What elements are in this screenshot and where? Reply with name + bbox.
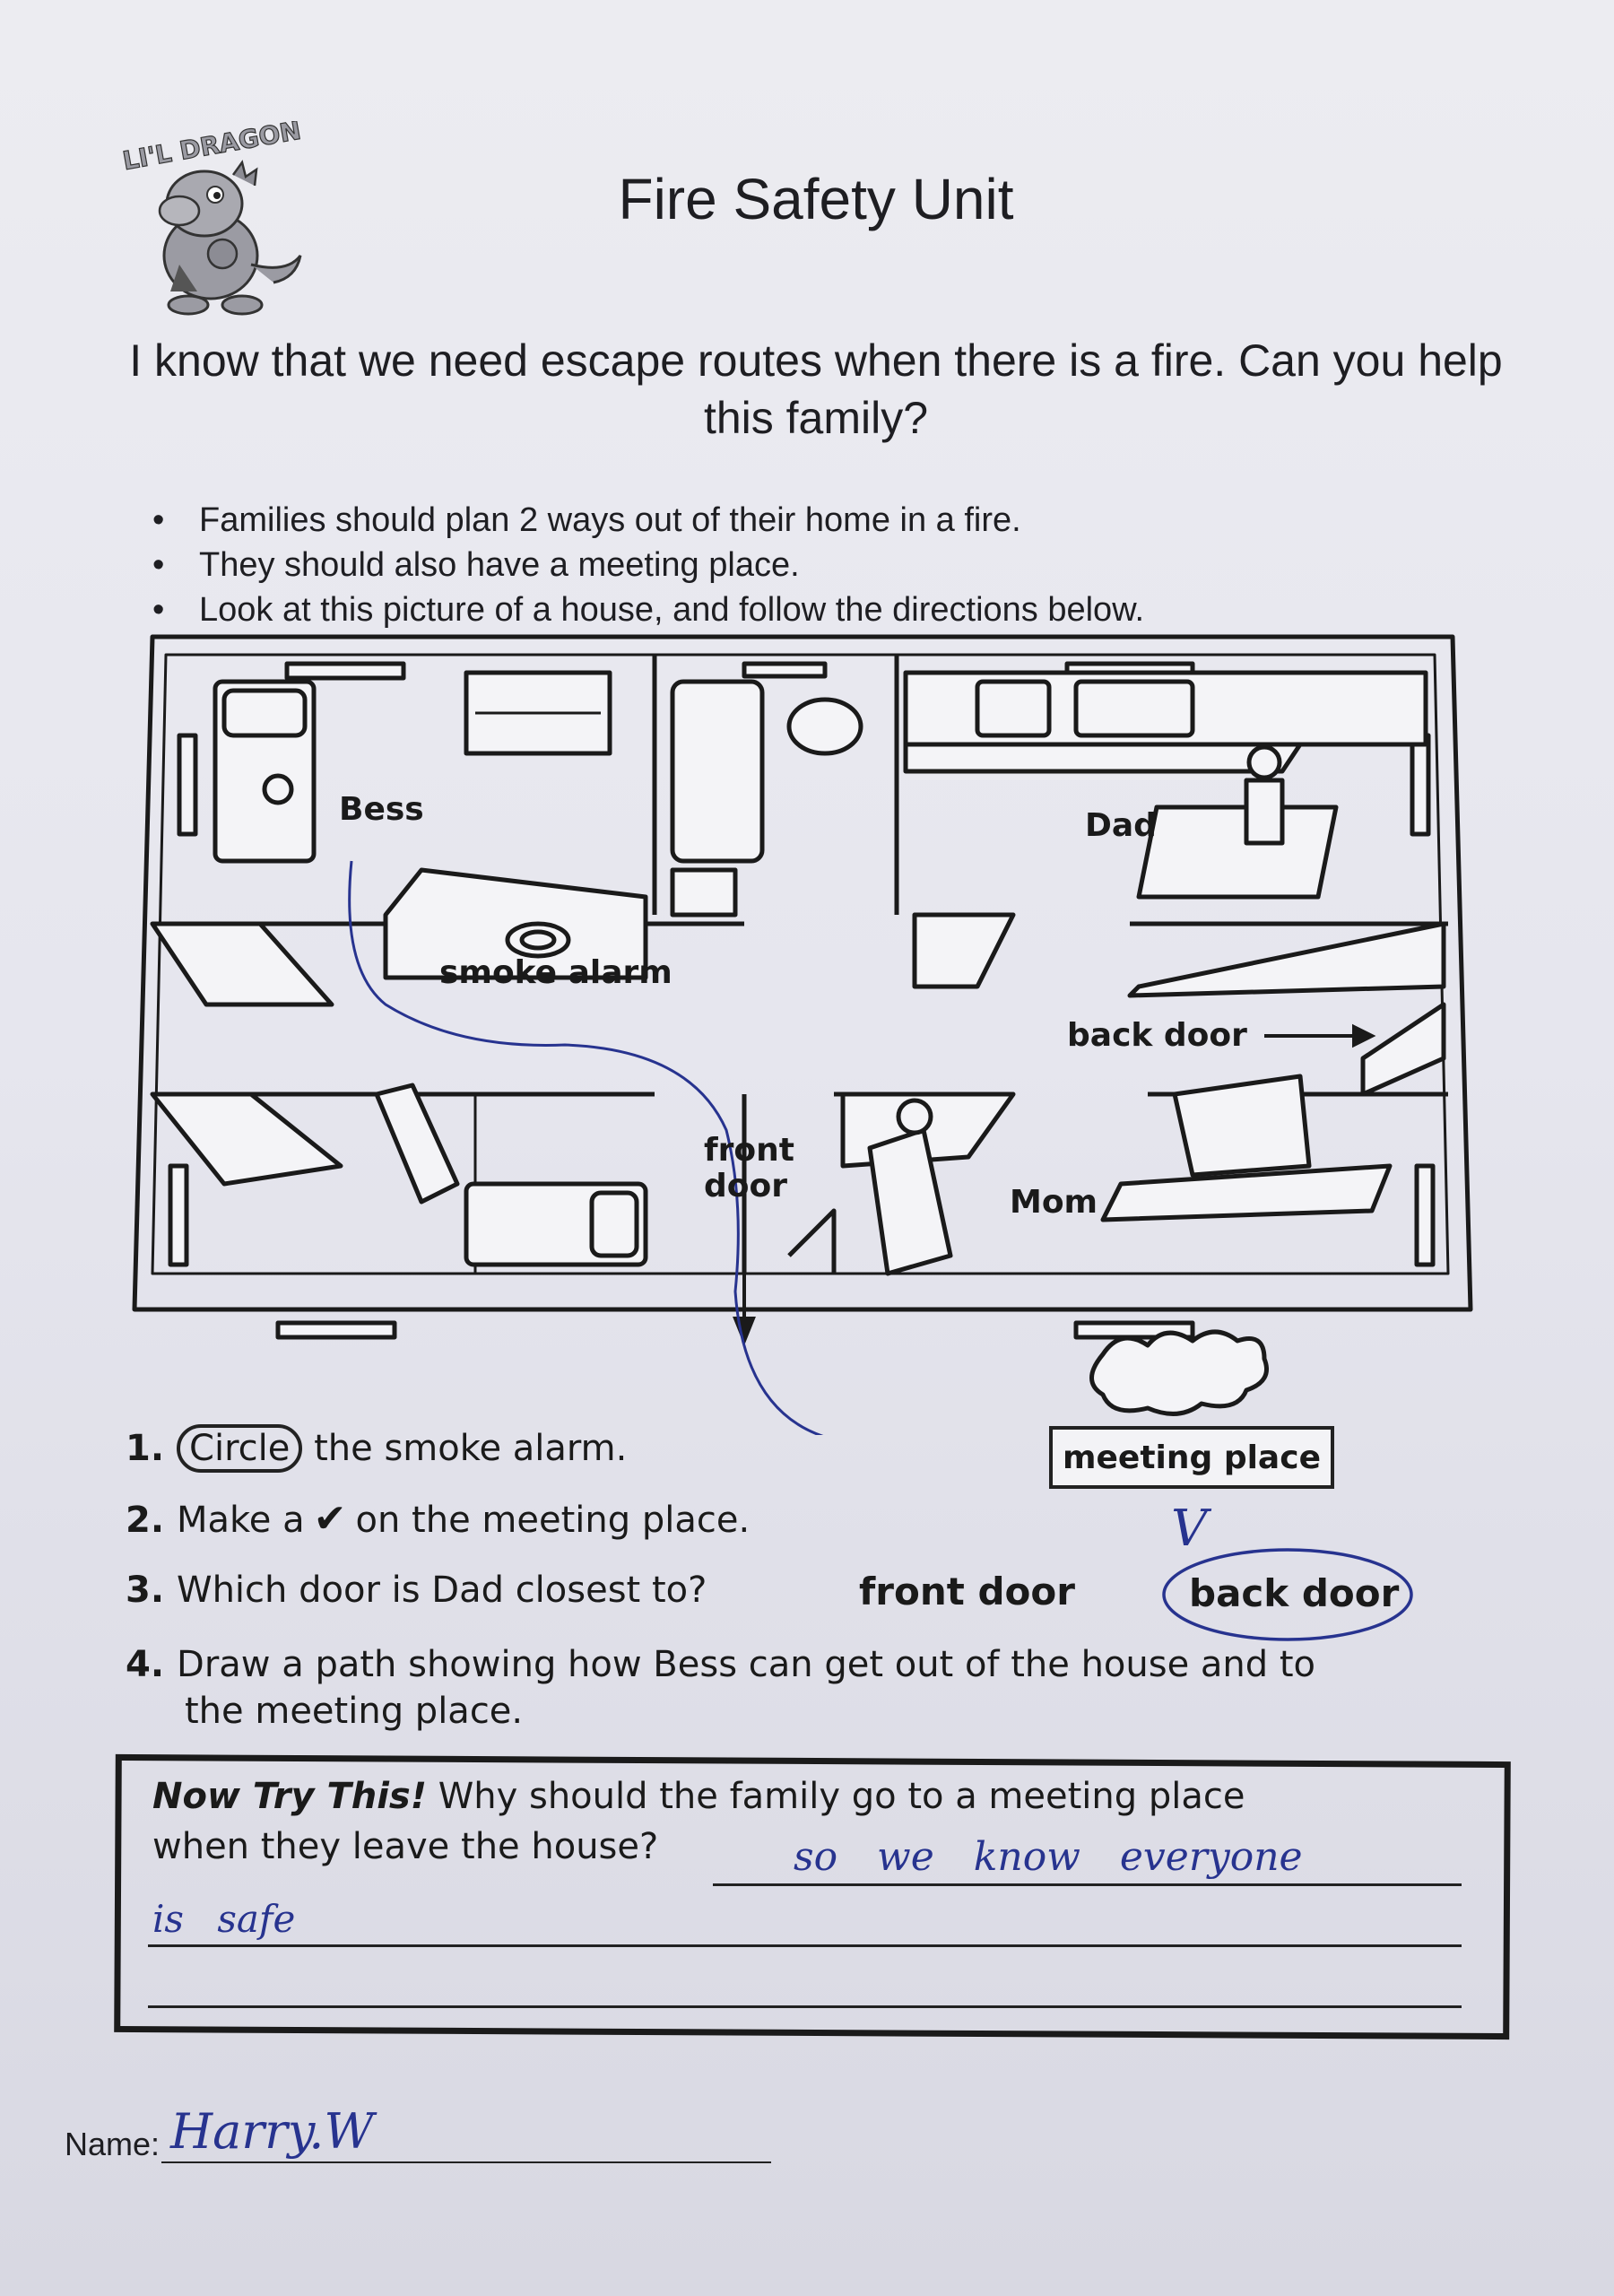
question-text: Which door is Dad closest to? [177,1570,707,1611]
name-label: Name: [65,2126,161,2162]
instruction-item: Families should plan 2 ways out of their… [152,498,1144,543]
lil-dragon-logo: LI'L DRAGON [117,115,314,327]
handwritten-answer-2: is safe [152,1897,296,1941]
answer-line-1[interactable] [713,1883,1462,1886]
question-text: Why should the family go to a meeting pl… [438,1776,1245,1817]
check-mark-icon: ✔ [313,1496,347,1542]
answer-line-2[interactable] [148,1944,1462,1947]
meeting-place-label: meeting place [1063,1439,1321,1476]
house-floor-plan [132,634,1473,1435]
circled-word: Circle [177,1424,303,1473]
now-try-this-question: Now Try This! Why should the family go t… [152,1771,1444,1872]
instruction-item: They should also have a meeting place. [152,543,1144,587]
question-text: on the meeting place. [355,1500,751,1541]
option-back-door: back door [1189,1571,1400,1615]
label-mom: Mom [1010,1184,1098,1221]
meeting-place-box: meeting place [1049,1426,1334,1489]
label-front-door-line1: front [704,1132,794,1169]
now-try-this-heading: Now Try This! [152,1776,427,1817]
question-number: 2. [126,1500,165,1541]
question-3: 3. Which door is Dad closest to? [126,1570,707,1611]
question-text: the meeting place. [185,1691,524,1732]
answer-circle [1162,1548,1413,1641]
intro-text: I know that we need escape routes when t… [129,335,1503,443]
answer-line-3[interactable] [148,2005,1462,2008]
question-2: 2. Make a✔on the meeting place. [126,1496,750,1542]
question-number: 1. [126,1428,165,1469]
question-text: Draw a path showing how Bess can get out… [177,1644,1316,1685]
instruction-list: Families should plan 2 ways out of their… [152,498,1144,632]
question-1: 1. Circle the smoke alarm. [126,1424,627,1473]
handwritten-check: V [1171,1500,1208,1558]
label-smoke-alarm: smoke alarm [439,954,672,991]
question-number: 4. [126,1644,165,1685]
label-dad: Dad [1085,807,1157,844]
question-text: the smoke alarm. [314,1428,628,1469]
name-line[interactable] [161,2161,771,2163]
label-back-door: back door [1067,1017,1247,1054]
handwritten-answer-1: so we know everyone [794,1834,1303,1880]
option-front-door: front door [859,1570,1075,1613]
instruction-item: Look at this picture of a house, and fol… [152,587,1144,632]
label-front-door-line2: door [704,1168,787,1205]
page-title: Fire Safety Unit [618,167,1014,231]
question-text: Make a [177,1500,305,1541]
question-4: 4. Draw a path showing how Bess can get o… [126,1641,1524,1735]
question-text: when they leave the house? [152,1826,659,1867]
handwritten-name: Harry.W [170,2103,374,2160]
question-number: 3. [126,1570,165,1611]
label-bess: Bess [339,791,424,828]
